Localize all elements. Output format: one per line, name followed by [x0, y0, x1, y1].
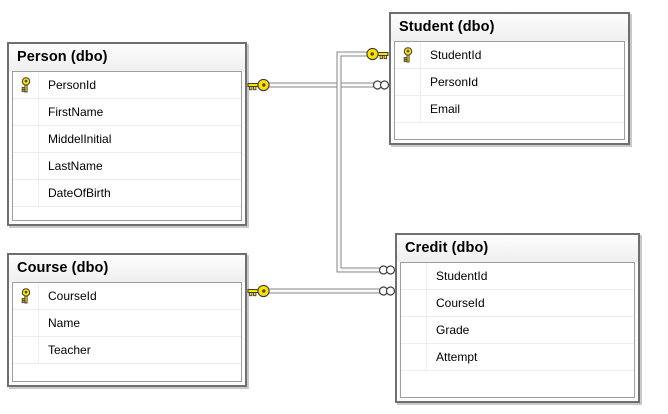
table-title-credit[interactable]: Credit (dbo)	[397, 235, 638, 262]
relationship-course-credit[interactable]	[247, 284, 396, 298]
field-row-attempt[interactable]: Attempt	[401, 344, 634, 371]
field-name: CourseId	[436, 296, 485, 310]
row-selector-cell	[13, 337, 39, 363]
primary-key-cell	[13, 72, 39, 98]
primary-key-cell	[395, 42, 421, 68]
field-row-grade[interactable]: Grade	[401, 317, 634, 344]
row-selector-cell	[401, 317, 427, 343]
row-selector-cell	[13, 99, 39, 125]
row-selector-cell	[401, 290, 427, 316]
field-name: Grade	[436, 323, 470, 337]
field-name: StudentId	[436, 269, 488, 283]
field-name: Attempt	[436, 350, 478, 364]
row-selector-cell	[401, 344, 427, 370]
field-row-personid[interactable]: PersonId	[13, 72, 241, 99]
row-selector-cell	[401, 263, 427, 289]
key-end-icon	[247, 284, 270, 298]
table-title-person[interactable]: Person (dbo)	[9, 44, 245, 71]
field-name: Email	[430, 102, 461, 116]
field-name: Teacher	[48, 343, 91, 357]
primary-key-icon	[21, 77, 30, 93]
field-name: PersonId	[430, 75, 479, 89]
relationship-student-credit[interactable]	[336, 47, 396, 275]
primary-key-icon	[21, 288, 30, 304]
field-row-email[interactable]: Email	[395, 96, 624, 123]
field-row-teacher[interactable]: Teacher	[13, 337, 241, 364]
row-selector-cell	[395, 69, 421, 95]
field-row-middelinitial[interactable]: MiddelInitial	[13, 126, 241, 153]
infinity-end-icon	[378, 265, 396, 275]
primary-key-icon	[403, 47, 412, 63]
field-name: StudentId	[430, 48, 482, 62]
field-row-courseid[interactable]: CourseId	[13, 283, 241, 310]
table-title-student[interactable]: Student (dbo)	[391, 14, 628, 41]
field-row-firstname[interactable]: FirstName	[13, 99, 241, 126]
field-name: CourseId	[48, 289, 97, 303]
row-selector-cell	[13, 126, 39, 152]
field-row-dateofbirth[interactable]: DateOfBirth	[13, 180, 241, 207]
field-name: DateOfBirth	[48, 186, 111, 200]
row-selector-cell	[13, 180, 39, 206]
infinity-end-icon	[372, 80, 390, 90]
table-title-course[interactable]: Course (dbo)	[9, 255, 245, 282]
key-end-icon	[366, 47, 389, 61]
field-row-studentid[interactable]: StudentId	[401, 263, 634, 290]
relationship-person-student[interactable]	[247, 78, 390, 92]
field-row-lastname[interactable]: LastName	[13, 153, 241, 180]
field-row-studentid[interactable]: StudentId	[395, 42, 624, 69]
key-end-icon	[247, 78, 270, 92]
field-name: MiddelInitial	[48, 132, 112, 146]
infinity-end-icon	[378, 286, 396, 296]
row-selector-cell	[395, 96, 421, 122]
field-row-courseid[interactable]: CourseId	[401, 290, 634, 317]
field-name: Name	[48, 316, 81, 330]
field-name: PersonId	[48, 78, 97, 92]
field-row-personid[interactable]: PersonId	[395, 69, 624, 96]
primary-key-cell	[13, 283, 39, 309]
field-row-name[interactable]: Name	[13, 310, 241, 337]
field-name: LastName	[48, 159, 103, 173]
row-selector-cell	[13, 310, 39, 336]
field-name: FirstName	[48, 105, 104, 119]
row-selector-cell	[13, 153, 39, 179]
